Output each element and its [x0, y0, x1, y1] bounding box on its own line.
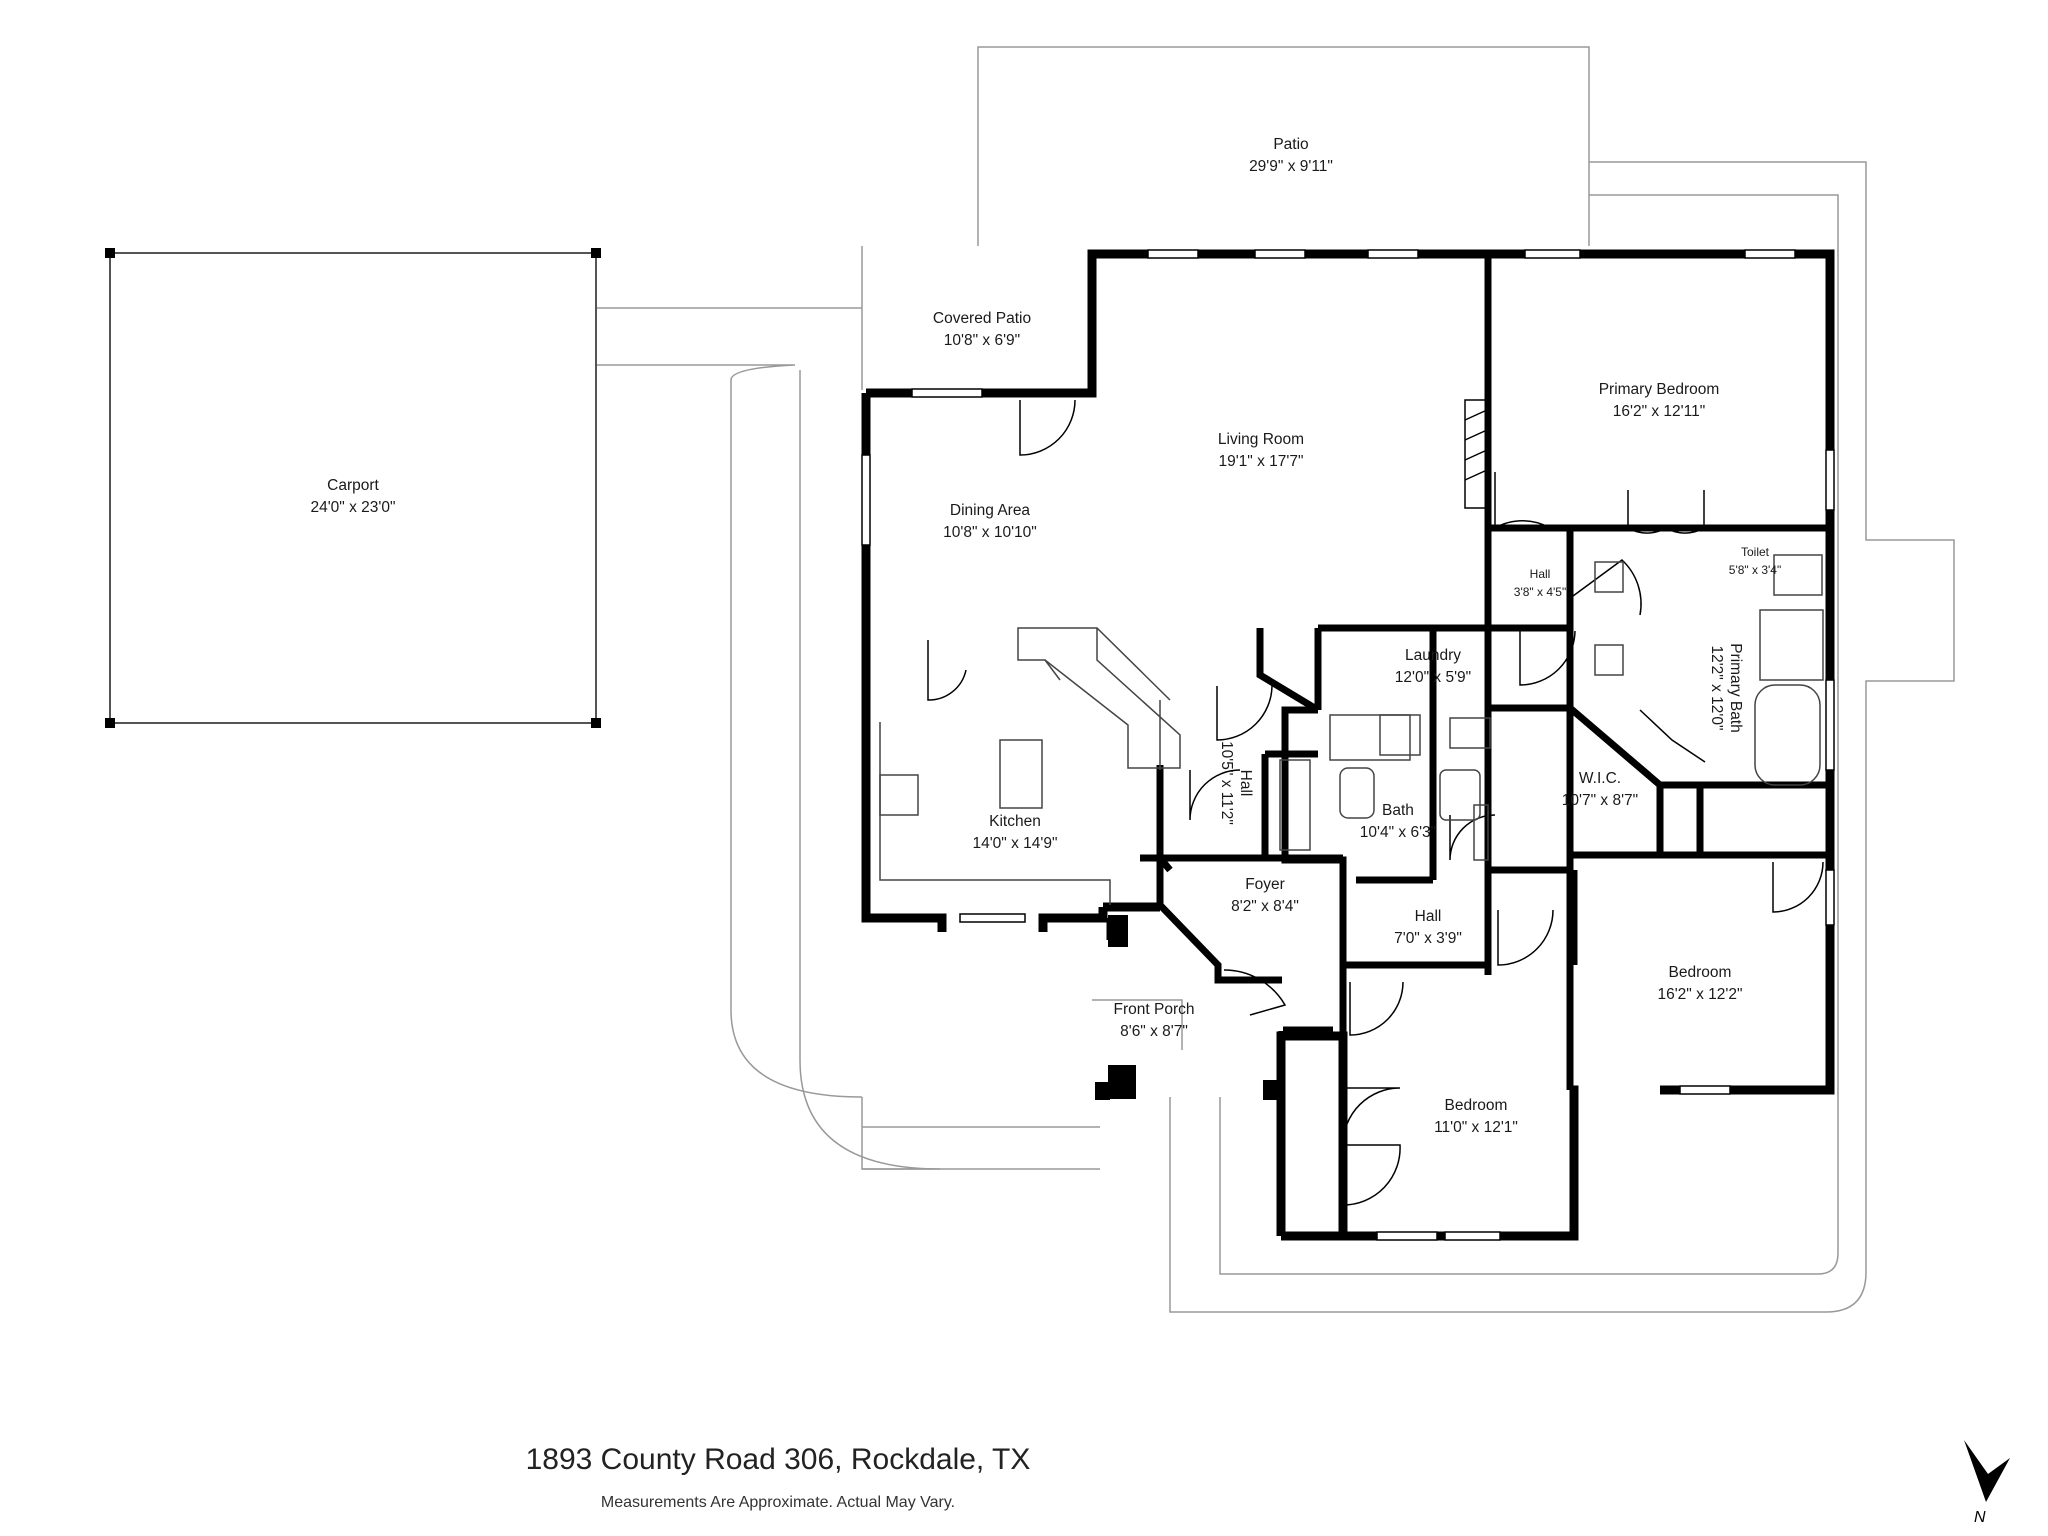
room-labels: Patio 29'9" x 9'11" Covered Patio 10'8" …	[310, 136, 1781, 1136]
windows	[861, 249, 1835, 1241]
room-dims-foyer: 8'2" x 8'4"	[1231, 898, 1299, 915]
room-name-kitchen: Kitchen	[989, 813, 1041, 830]
doors	[927, 399, 1824, 1206]
porch-columns	[1095, 915, 1285, 1100]
room-name-hall-mid: Hall	[1415, 908, 1442, 925]
room-dims-bath: 10'4" x 6'3"	[1360, 824, 1436, 841]
room-dims-laundry: 12'0" x 5'9"	[1395, 669, 1471, 686]
room-dims-kitchen: 14'0" x 14'9"	[972, 835, 1057, 852]
room-dims-patio: 29'9" x 9'11"	[1249, 158, 1333, 175]
room-dims-front-porch: 8'6" x 8'7"	[1120, 1023, 1188, 1040]
room-name-covered-patio: Covered Patio	[933, 310, 1031, 327]
room-dims-primary-bedroom: 16'2" x 12'11"	[1613, 403, 1705, 420]
room-name-patio: Patio	[1273, 136, 1308, 153]
room-dims-primary-bath: 12'2" x 12'0"	[1708, 645, 1725, 730]
disclaimer-text: Measurements Are Approximate. Actual May…	[600, 1494, 956, 1511]
room-name-laundry: Laundry	[1405, 647, 1461, 664]
room-dims-hall-long: 10'5" x 11'2"	[1218, 741, 1235, 825]
room-dims-wic: 10'7" x 8'7"	[1562, 792, 1638, 809]
site-outlines	[597, 46, 1955, 1313]
room-dims-toilet: 5'8" x 3'4"	[1729, 563, 1781, 577]
room-name-foyer: Foyer	[1245, 876, 1285, 893]
room-dims-covered-patio: 10'8" x 6'9"	[944, 332, 1020, 349]
room-dims-hall-mid: 7'0" x 3'9"	[1394, 930, 1462, 947]
room-name-hall-long: Hall	[1237, 770, 1254, 797]
room-dims-living-room: 19'1" x 17'7"	[1218, 453, 1303, 470]
room-name-bath: Bath	[1382, 802, 1414, 819]
room-name-living-room: Living Room	[1218, 431, 1304, 448]
room-dims-bedroom-left: 11'0" x 12'1"	[1434, 1119, 1518, 1136]
room-name-wic: W.I.C.	[1579, 770, 1621, 787]
room-name-front-porch: Front Porch	[1114, 1001, 1195, 1018]
room-name-primary-bath: Primary Bath	[1727, 643, 1744, 733]
north-arrow-icon: N	[1964, 1440, 2010, 1526]
room-dims-dining-area: 10'8" x 10'10"	[943, 524, 1037, 541]
carport-outline	[105, 248, 601, 728]
fireplace	[1464, 399, 1488, 509]
room-name-toilet: Toilet	[1741, 545, 1770, 559]
room-name-bedroom-left: Bedroom	[1445, 1097, 1508, 1114]
room-dims-bedroom-right: 16'2" x 12'2"	[1657, 986, 1742, 1003]
north-label: N	[1974, 1509, 1986, 1526]
room-dims-hall-small: 3'8" x 4'5"	[1514, 585, 1566, 599]
room-name-primary-bedroom: Primary Bedroom	[1599, 381, 1720, 398]
room-name-carport: Carport	[327, 477, 379, 494]
room-name-hall-small: Hall	[1530, 567, 1551, 581]
address-title: 1893 County Road 306, Rockdale, TX	[525, 1443, 1031, 1476]
room-name-dining-area: Dining Area	[950, 502, 1031, 519]
room-dims-carport: 24'0" x 23'0"	[310, 499, 395, 516]
fixtures	[879, 554, 1824, 905]
room-name-bedroom-right: Bedroom	[1669, 964, 1732, 981]
